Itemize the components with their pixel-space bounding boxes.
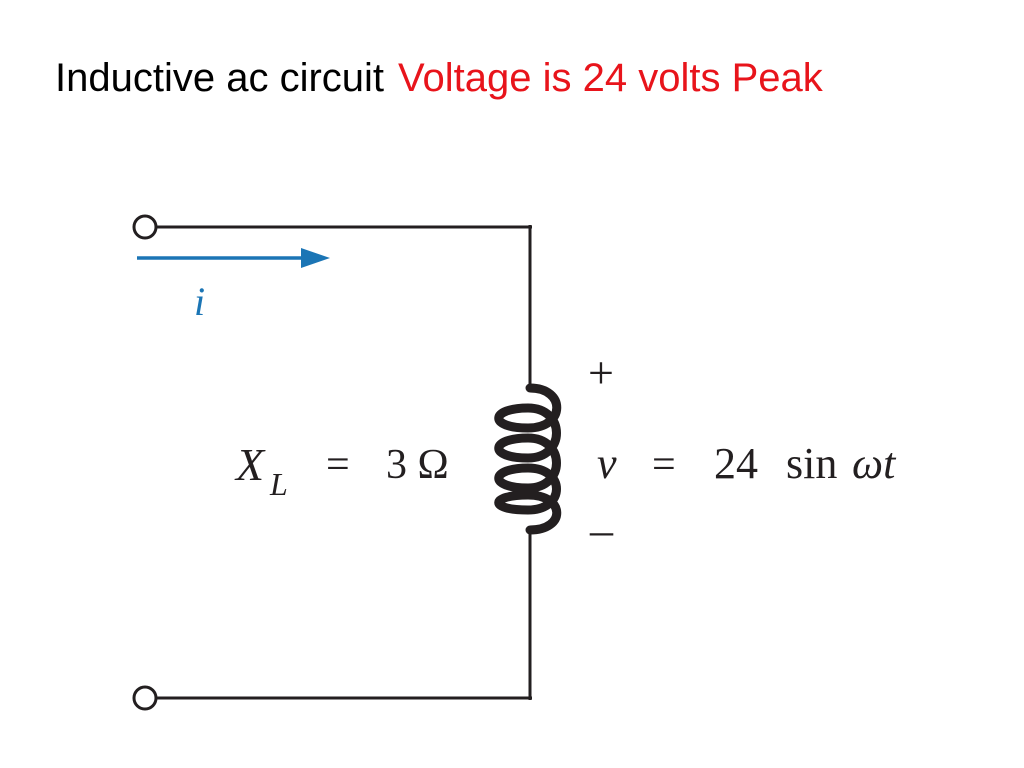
inductor-coil <box>494 383 562 535</box>
current-label: i <box>194 279 205 324</box>
bottom-terminal <box>132 685 158 711</box>
voltage-expression: v = 24 sin ωt <box>597 439 897 488</box>
circuit-wires <box>157 225 532 700</box>
top-terminal <box>132 214 158 240</box>
reactance-symbol: X <box>234 439 266 490</box>
reactance-value: 3 Ω <box>386 442 449 488</box>
title-accent: Voltage is 24 volts Peak <box>398 56 823 100</box>
polarity-plus: + <box>588 347 614 398</box>
reactance-subscript: L <box>269 466 288 502</box>
voltage-amplitude: 24 <box>714 439 758 488</box>
title-main: Inductive ac circuit <box>55 56 385 100</box>
voltage-argument: ωt <box>852 439 897 488</box>
polarity-minus: – <box>589 504 614 555</box>
current-arrow <box>137 248 330 268</box>
slide-title: Inductive ac circuit Voltage is 24 volts … <box>55 52 823 104</box>
reactance-label: X L = 3 Ω <box>234 439 449 502</box>
voltage-function: sin <box>786 439 837 488</box>
reactance-equals: = <box>326 442 350 488</box>
voltage-symbol: v <box>597 439 617 488</box>
voltage-equals: = <box>652 442 676 488</box>
